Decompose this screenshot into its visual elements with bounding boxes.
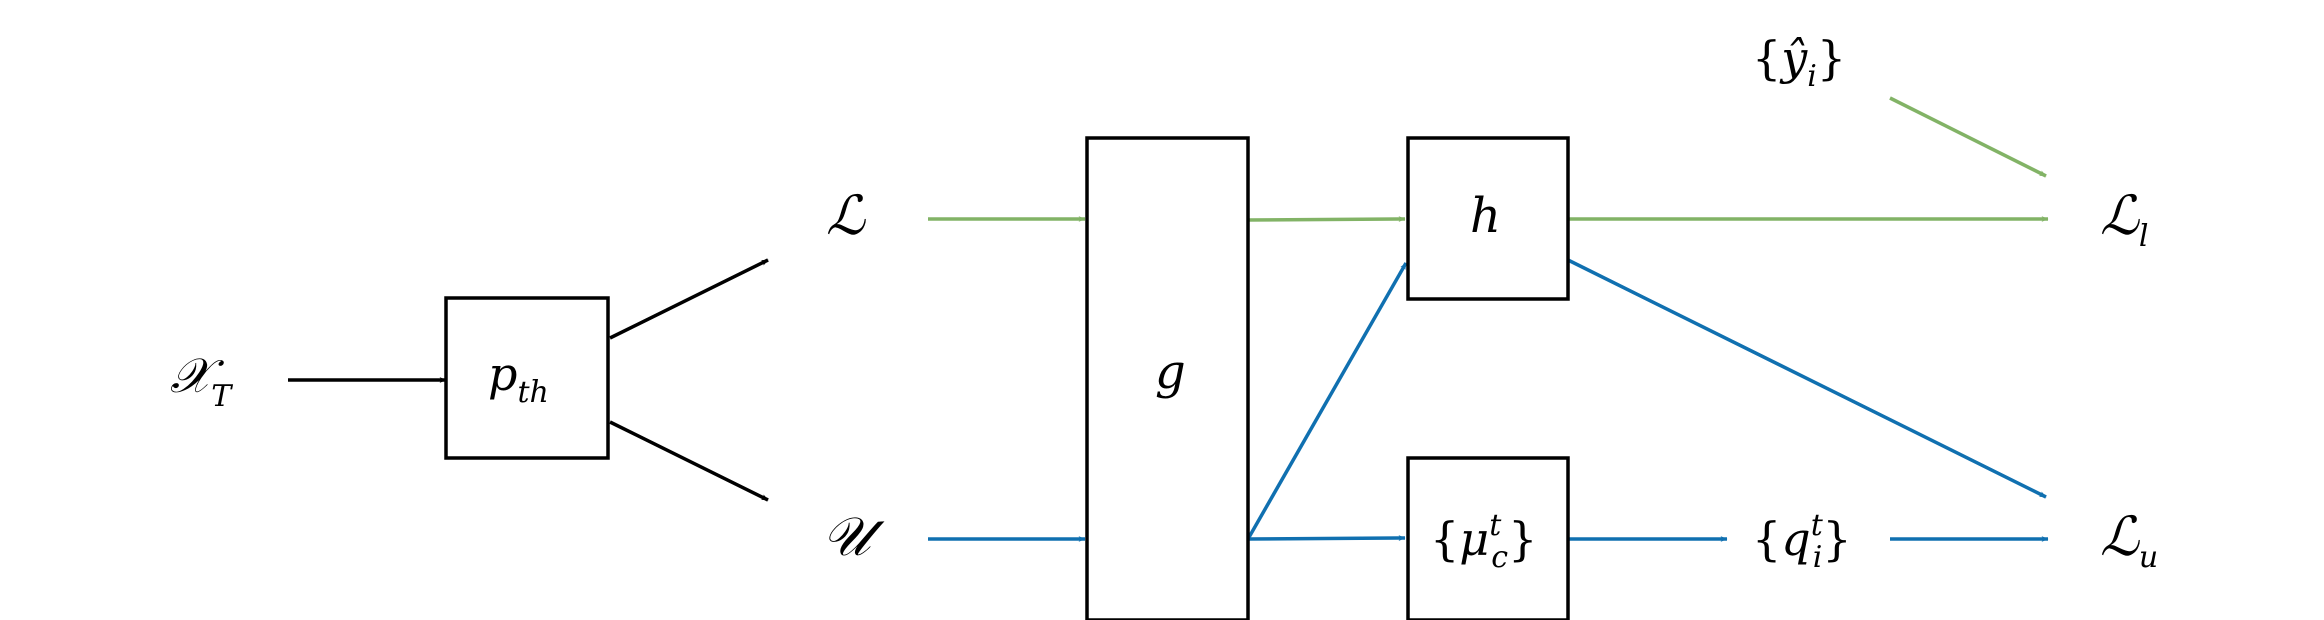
edge-encoder-to-head: [1247, 216, 1406, 222]
loss-unlabeled-label: ℒu: [2100, 505, 2158, 575]
targets-label: {ŷi}: [1752, 31, 1846, 94]
encoder-box: [1085, 136, 1250, 620]
unlabeled-set-label: 𝒰: [822, 505, 885, 568]
head-box: [1406, 136, 1570, 301]
centroids-box: [1406, 456, 1570, 620]
input-label: 𝒳T: [170, 348, 233, 414]
edge-targets-to-loss-labeled: [1889, 96, 2047, 178]
threshold-box: [444, 296, 610, 460]
labeled-set-label: ℒ: [826, 184, 866, 247]
edge-threshold-to-unlabeled: [609, 420, 769, 502]
head-label: h: [1470, 188, 1501, 244]
loss-labeled-label: ℒl: [2100, 184, 2149, 254]
edge-head-to-loss-unlabeled: [1567, 258, 2047, 499]
edge-encoder-to-head: [1246, 262, 1408, 540]
edge-encoder-to-centroids: [1247, 535, 1406, 541]
encoder-label: g: [1155, 344, 1186, 400]
edge-threshold-to-labeled: [609, 258, 769, 340]
threshold-label: pth: [488, 347, 549, 410]
